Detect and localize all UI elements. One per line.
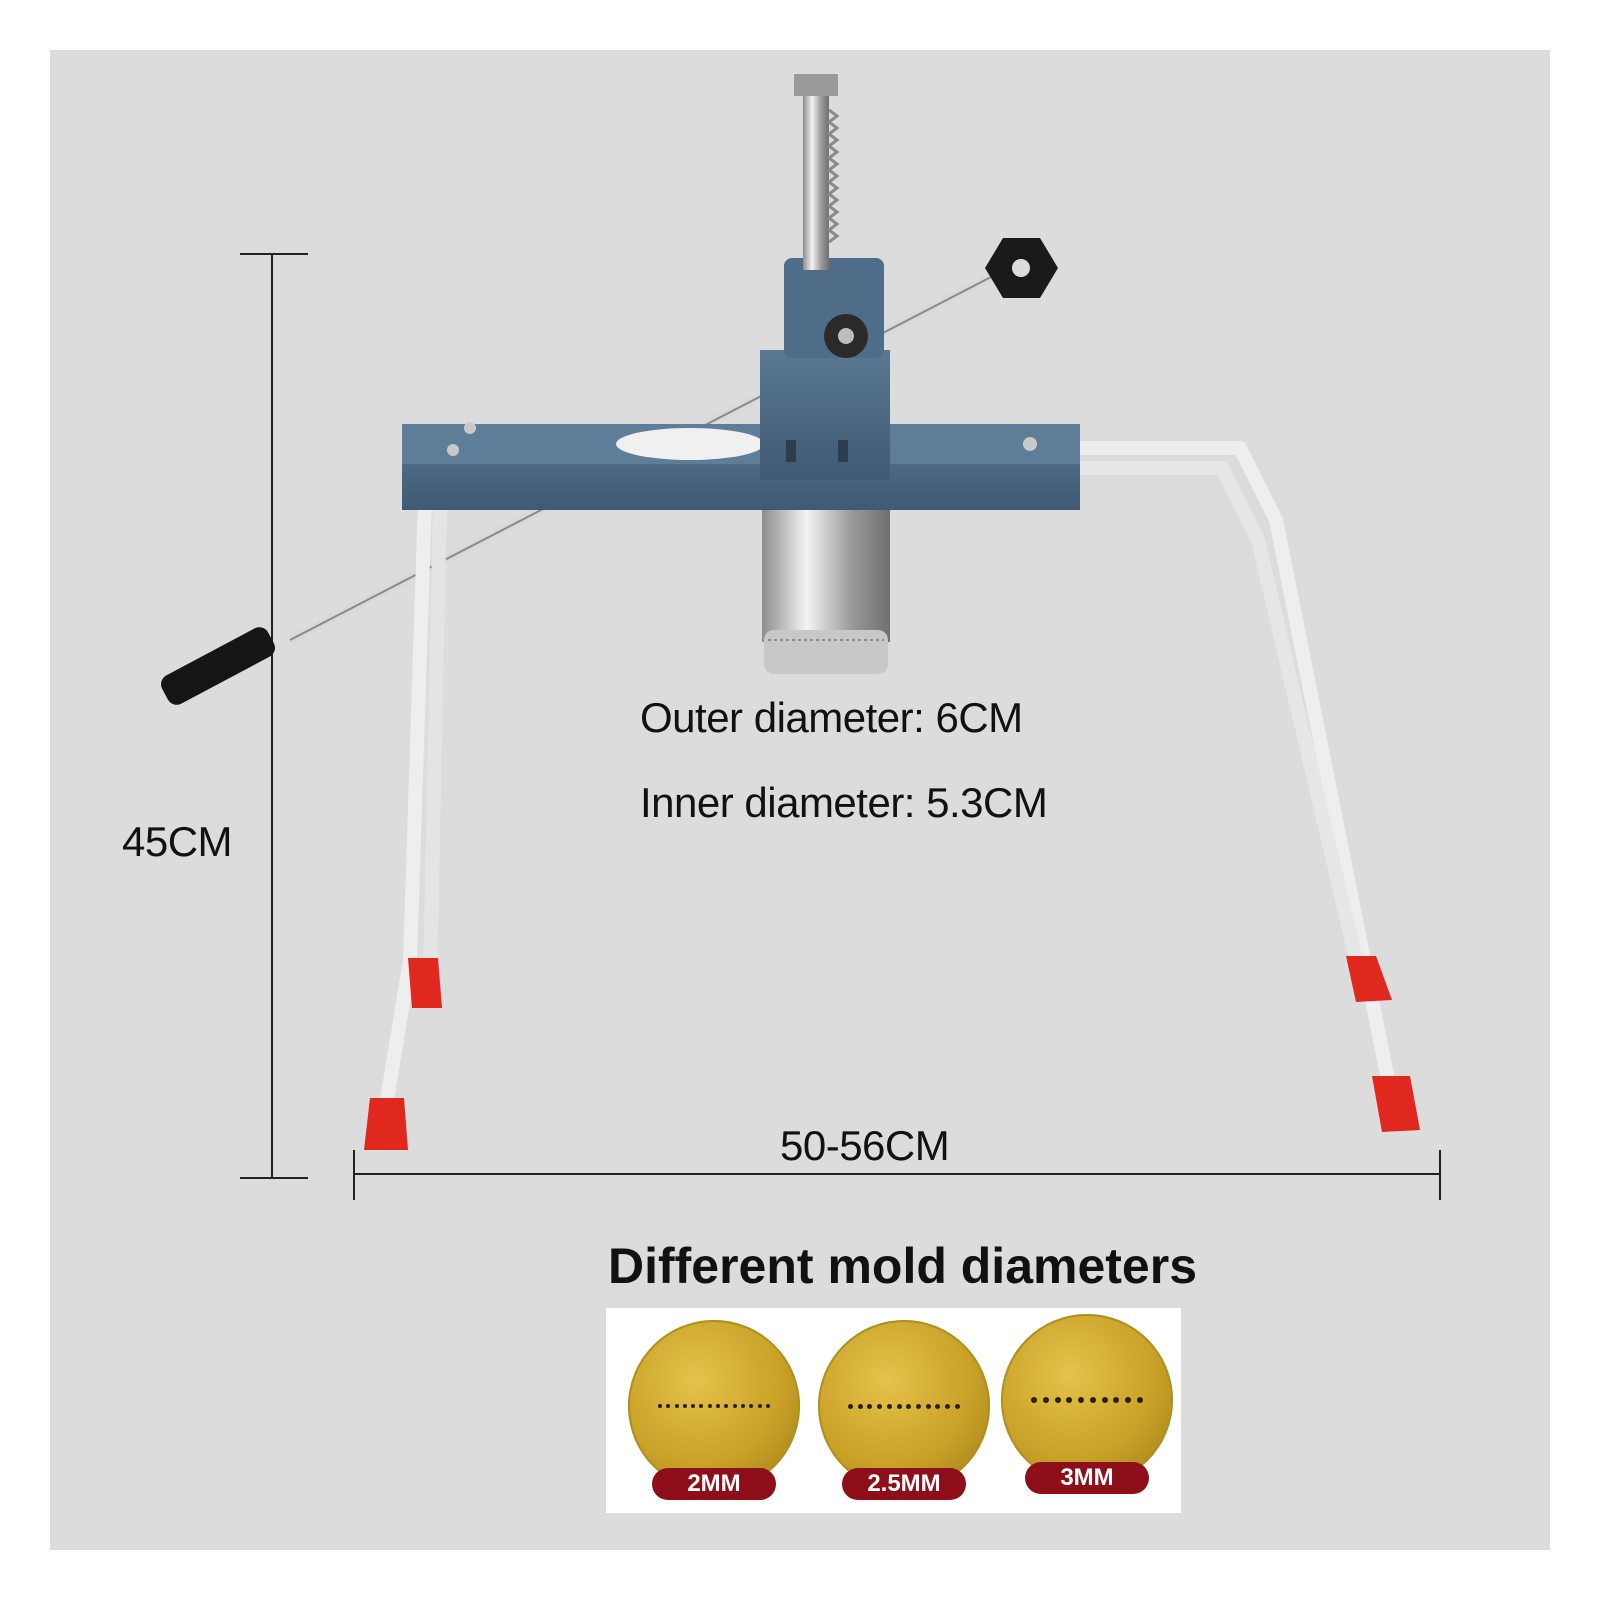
height-dimension-line xyxy=(240,253,308,1179)
mold-disc-2mm: 2MM xyxy=(628,1320,800,1500)
mold-size-badge: 2MM xyxy=(652,1468,776,1500)
foot-cap xyxy=(408,958,442,1008)
mold-holes xyxy=(1031,1396,1143,1404)
foot-cap xyxy=(1372,1076,1420,1132)
inner-diameter-label: Inner diameter: 5.3CM xyxy=(640,779,1048,826)
mold-holes xyxy=(658,1402,770,1410)
mold-section-title: Different mold diameters xyxy=(607,1238,1197,1294)
outer-diameter-label: Outer diameter: 6CM xyxy=(640,694,1023,741)
mold-disc-2-5mm: 2.5MM xyxy=(818,1320,990,1500)
knob-icon xyxy=(985,238,1058,298)
right-legs xyxy=(1075,441,1420,1132)
foot-cap xyxy=(1346,956,1392,1002)
mold-disc-3mm: 3MM xyxy=(1001,1314,1173,1494)
height-dimension-label: 45CM xyxy=(122,818,233,865)
mold-size-badge: 2.5MM xyxy=(842,1468,966,1500)
lever-handle xyxy=(161,238,1058,705)
handle-grip xyxy=(161,627,275,705)
left-legs xyxy=(364,499,447,1150)
mold-panel: 2MM 2.5MM 3MM xyxy=(606,1308,1181,1513)
foot-cap xyxy=(364,1098,408,1150)
press-frame xyxy=(402,422,1080,510)
mold-holes xyxy=(848,1402,960,1410)
rack-plunger xyxy=(794,74,840,270)
mold-size-badge: 3MM xyxy=(1025,1462,1149,1494)
gear-housing xyxy=(760,258,890,480)
width-dimension-line xyxy=(353,1150,1441,1200)
press-barrel xyxy=(762,500,890,674)
width-dimension-label: 50-56CM xyxy=(780,1122,950,1169)
